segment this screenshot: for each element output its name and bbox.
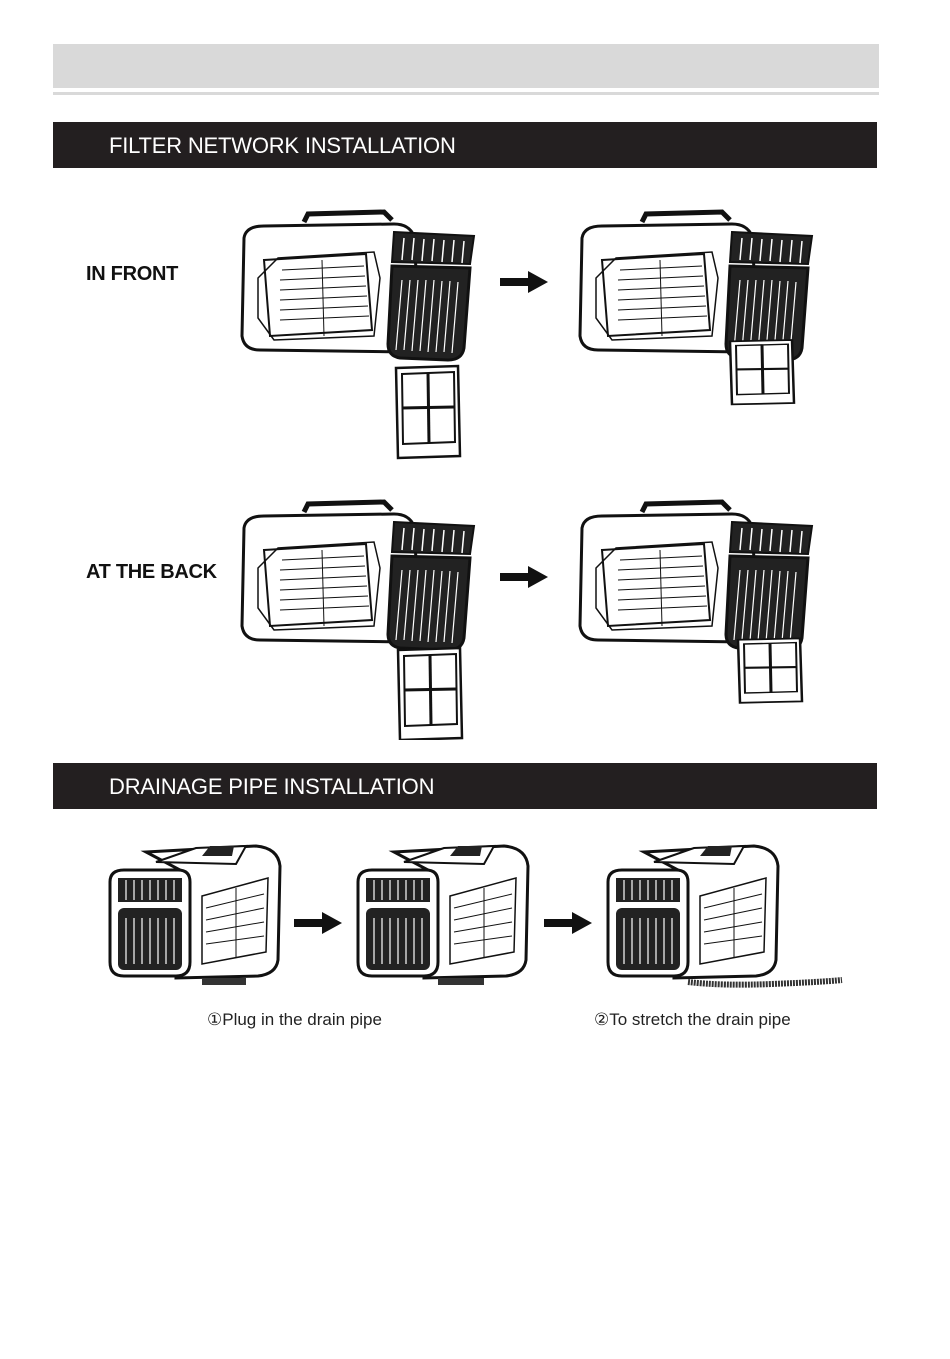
unit-front-filter-out-illustration <box>228 200 488 460</box>
unit-front-filter-in-illustration <box>566 200 826 430</box>
step2-caption: ②To stretch the drain pipe <box>594 1010 791 1030</box>
unit-drain-step1-illustration <box>104 840 294 1000</box>
drainage-section-title: DRAINAGE PIPE INSTALLATION <box>109 774 434 800</box>
top-banner-bar <box>53 44 879 88</box>
drainage-section-header: DRAINAGE PIPE INSTALLATION <box>53 763 877 809</box>
unit-back-filter-out-illustration <box>228 490 488 740</box>
at-the-back-label: AT THE BACK <box>86 561 217 584</box>
right-arrow-icon <box>500 271 550 295</box>
unit-back-filter-in-illustration <box>566 490 826 720</box>
unit-drain-step3-illustration <box>602 840 852 1000</box>
step1-caption: ①Plug in the drain pipe <box>207 1010 382 1030</box>
unit-drain-step2-illustration <box>352 840 542 1000</box>
filter-section-header: FILTER NETWORK INSTALLATION <box>53 122 877 168</box>
right-arrow-icon-4 <box>544 912 594 936</box>
drain-pipe-illustration <box>202 978 246 985</box>
filter-section-title: FILTER NETWORK INSTALLATION <box>109 133 456 159</box>
top-divider-line <box>53 92 879 95</box>
right-arrow-icon-3 <box>294 912 344 936</box>
right-arrow-icon-2 <box>500 566 550 590</box>
in-front-label: IN FRONT <box>86 263 178 286</box>
